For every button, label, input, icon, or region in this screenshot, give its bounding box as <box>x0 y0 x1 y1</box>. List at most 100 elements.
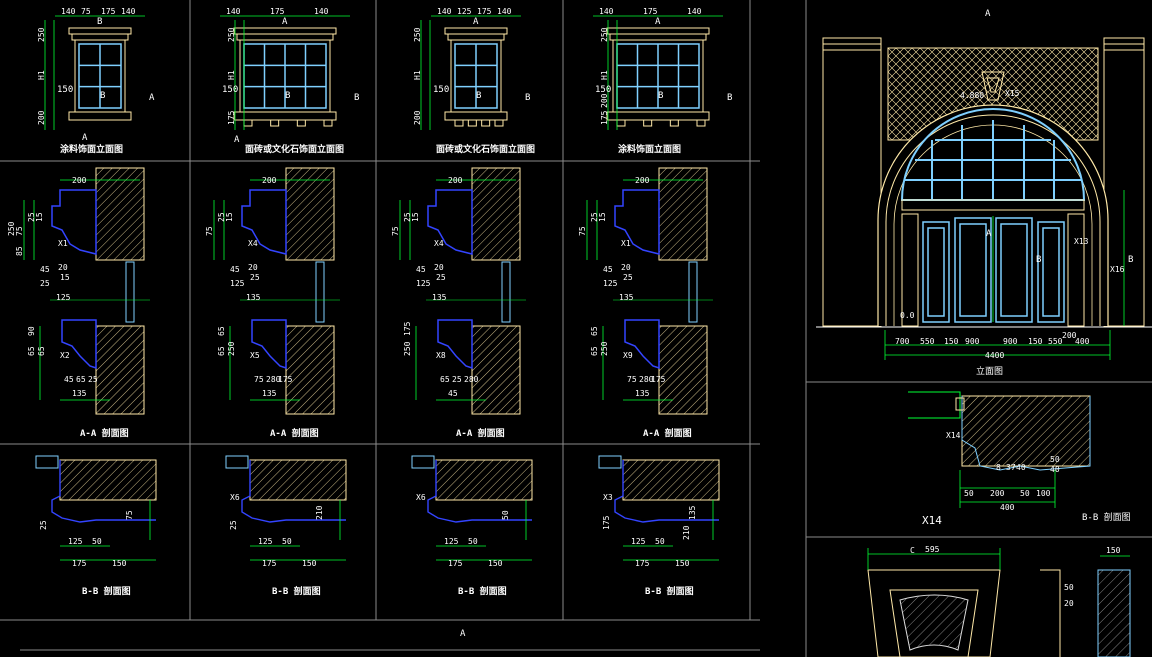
aa-dim-6: 125 <box>416 279 431 288</box>
aa-dim-16: 250 <box>7 221 16 236</box>
x14-label: X14 <box>922 514 942 527</box>
elev-mark-2: B <box>354 93 359 103</box>
bottom-dim-20: 20 <box>1064 599 1074 608</box>
aa-dim-4: 20 <box>434 263 444 272</box>
aa-dim-9: 75 <box>627 375 637 384</box>
x14-dim-8: 8 <box>996 463 1001 472</box>
x14-dim-50a: 50 <box>964 489 974 498</box>
main-level-4880: 4.880 <box>960 91 984 100</box>
elev-mark-2: B <box>727 93 732 103</box>
aa-dim-5: 25 <box>436 273 446 282</box>
main-mark-a: A <box>986 229 992 239</box>
elev-dim-top-2: 140 <box>687 7 702 16</box>
bb-title: B-B 剖面图 <box>82 585 131 597</box>
aa-dim-13: 65 <box>590 346 599 356</box>
bb-dim-0: 125 <box>444 537 459 546</box>
elev-a-bottom: A <box>82 133 88 143</box>
bottom-keystone-detail: C 595 150 50 20 <box>867 545 1131 657</box>
aa-dim-2: 15 <box>598 212 607 222</box>
aa-dim-6: 125 <box>230 279 245 288</box>
bottom-dim-595: 595 <box>925 545 940 554</box>
aa-dim-5: 25 <box>623 273 633 282</box>
aa-dim-13: 250 <box>403 341 412 356</box>
bb-dim-0: 125 <box>631 537 646 546</box>
elev-dim-top-3: 140 <box>497 7 512 16</box>
bb-dim-5: 25 <box>39 520 48 530</box>
bb-dim-1: 50 <box>92 537 102 546</box>
bb-tag: X6 <box>416 493 426 502</box>
elev-mark-3: 150 <box>57 85 73 95</box>
elev-dim-top-0: 140 <box>437 7 452 16</box>
elev-mark-4: A <box>234 135 240 145</box>
aa-dim-7: 135 <box>432 293 447 302</box>
elev-dim-top-1: 175 <box>270 7 285 16</box>
aa-dim-0: 75 <box>578 226 587 236</box>
bb-title: B-B 剖面图 <box>458 585 507 597</box>
main-dim-0: 700 <box>895 337 910 346</box>
main-dim-7: 400 <box>1075 337 1090 346</box>
main-tag-x13: X13 <box>1074 237 1089 246</box>
aa-dim-2: 15 <box>225 212 234 222</box>
aa-dim-1: 25 <box>590 212 599 222</box>
bb-dim-2: 175 <box>72 559 87 568</box>
elev-title: 涂料饰面立面图 <box>60 143 123 155</box>
main-dim-8: 200 <box>1062 331 1077 340</box>
bb-title: B-B 剖面图 <box>645 585 694 597</box>
elev-mark-0: A <box>655 17 661 27</box>
aa-dim-10: 65 <box>76 375 86 384</box>
bb-dim-0: 125 <box>258 537 273 546</box>
bb-dim-2: 175 <box>262 559 277 568</box>
elev-dim-side-3: 200 <box>600 93 609 108</box>
elev-mark-0: A <box>282 17 288 27</box>
elev-dim-side-1: H1 <box>37 70 46 80</box>
main-dim-1: 550 <box>920 337 935 346</box>
aa-tag-top: X4 <box>434 239 444 248</box>
elev-dim-top-0: 140 <box>599 7 614 16</box>
aa-dim-11: 280 <box>464 375 479 384</box>
aa-dim-11: 175 <box>651 375 666 384</box>
elev-mark-2: B <box>525 93 530 103</box>
elev-dim-top-1: 175 <box>643 7 658 16</box>
main-dim-6: 550 <box>1048 337 1063 346</box>
aa-dim-7: 135 <box>246 293 261 302</box>
main-tag-x16: X16 <box>1110 265 1125 274</box>
aa-dim-12: 65 <box>217 326 226 336</box>
elev-mark-1: B <box>476 91 481 101</box>
elev-mark-3: 150 <box>433 85 449 95</box>
main-arched-elevation: A <box>816 9 1152 377</box>
bb-dim-4: 210 <box>315 505 324 520</box>
aa-dim-4: 20 <box>621 263 631 272</box>
aa-dim-14: 65 <box>37 346 46 356</box>
aa-dim-0: 75 <box>205 226 214 236</box>
aa-dim-4: 20 <box>248 263 258 272</box>
main-mark-b2: B <box>1128 255 1133 265</box>
elev-dim-top-2: 140 <box>314 7 329 16</box>
main-total-width: 4400 <box>985 351 1004 360</box>
x14-dim-400: 400 <box>1000 503 1015 512</box>
bb-dim-5: 175 <box>602 515 611 530</box>
elev-dim-side-2: 200 <box>413 110 422 125</box>
aa-title: A-A 剖面图 <box>456 427 505 439</box>
main-dim-4: 900 <box>1003 337 1018 346</box>
aa-dim-3: 45 <box>230 265 240 274</box>
aa-dim-14: 250 <box>600 341 609 356</box>
main-tag-x15: X15 <box>1005 89 1020 98</box>
main-dim-2: 150 <box>944 337 959 346</box>
aa-dim-1: 25 <box>217 212 226 222</box>
aa-title: A-A 剖面图 <box>643 427 692 439</box>
bb-tag: X6 <box>230 493 240 502</box>
aa-dim-12: 65 <box>590 326 599 336</box>
elev-title: 涂料饰面立面图 <box>618 143 681 155</box>
aa-dim-8: 135 <box>635 389 650 398</box>
aa-dim-0: 75 <box>391 226 400 236</box>
aa-dim-7: 125 <box>56 293 71 302</box>
x14-dim-50: 50 <box>1050 455 1060 464</box>
x14-tag: X14 <box>946 431 961 440</box>
